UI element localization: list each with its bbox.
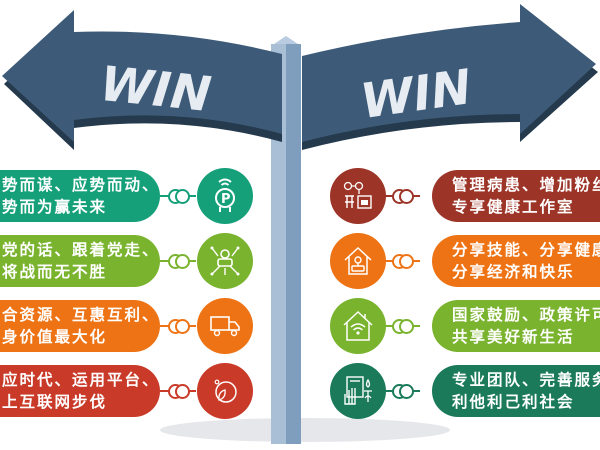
right-item-pill: 分享技能、分享健康 分享经济和快乐 [432, 235, 600, 287]
left-item-line2: 上互联网步伐 [2, 393, 108, 411]
left-arrow-label: WIN [97, 56, 213, 123]
service-team-icon [330, 363, 386, 419]
left-item-pill: 势而谋、应势而动、 势而为赢未来 [0, 170, 160, 222]
left-item-line2: 将战而无不胜 [2, 263, 108, 281]
ground-shadow [160, 418, 450, 442]
signpost-arrows: WIN WIN [2, 4, 598, 150]
right-item-line2: 分享经济和快乐 [452, 263, 575, 281]
connector-link-icon [160, 381, 196, 401]
signpost-pole-cap [271, 36, 301, 46]
connector-link-icon [160, 251, 196, 271]
right-item-pill: 管理病患、增加粉丝 专享健康工作室 [432, 170, 600, 222]
home-person-icon [330, 233, 386, 289]
connector-link-icon [384, 186, 420, 206]
health-studio-icon [330, 168, 386, 224]
signpost-pole [271, 44, 286, 444]
right-item-pill: 国家鼓励、政策许可 共享美好新生活 [432, 300, 600, 352]
left-item-line1: 合资源、互惠互利、 [2, 306, 160, 324]
left-item-line2: 身价值最大化 [2, 328, 108, 346]
right-item-line2: 利他利己利社会 [452, 393, 575, 411]
right-item-line1: 管理病患、增加粉丝 [452, 176, 600, 194]
delivery-truck-icon [197, 298, 253, 354]
right-item-line1: 专业团队、完善服务 [452, 371, 600, 389]
svg-text:P: P [221, 192, 231, 207]
left-item-line1: 应时代、运用平台、 [2, 371, 160, 389]
connector-link-icon [384, 251, 420, 271]
left-item-pill: 合资源、互惠互利、 身价值最大化 [0, 300, 160, 352]
connector-link-icon [160, 186, 196, 206]
right-item-line2: 共享美好新生活 [452, 328, 575, 346]
left-item-line2: 势而为赢未来 [2, 198, 108, 216]
left-item-pill: 党的话、跟着党走、 将战而无不胜 [0, 235, 160, 287]
globe-leaf-icon [197, 363, 253, 419]
connector-link-icon [384, 381, 420, 401]
right-item-line1: 国家鼓励、政策许可 [452, 306, 600, 324]
right-item-pill: 专业团队、完善服务 利他利己利社会 [432, 365, 600, 417]
right-item-line2: 专享健康工作室 [452, 198, 575, 216]
parking-charger-icon: P [197, 168, 253, 224]
right-arrow [302, 4, 596, 142]
left-arrow [2, 10, 282, 142]
signpost-pole-shade [286, 44, 301, 444]
smart-home-wifi-icon [330, 298, 386, 354]
connector-link-icon [160, 316, 196, 336]
connector-link-icon [384, 316, 420, 336]
left-item-line1: 势而谋、应势而动、 [2, 176, 160, 194]
team-network-icon [197, 233, 253, 289]
left-item-line1: 党的话、跟着党走、 [2, 241, 160, 259]
right-item-line1: 分享技能、分享健康 [452, 241, 600, 259]
left-item-pill: 应时代、运用平台、 上互联网步伐 [0, 365, 160, 417]
